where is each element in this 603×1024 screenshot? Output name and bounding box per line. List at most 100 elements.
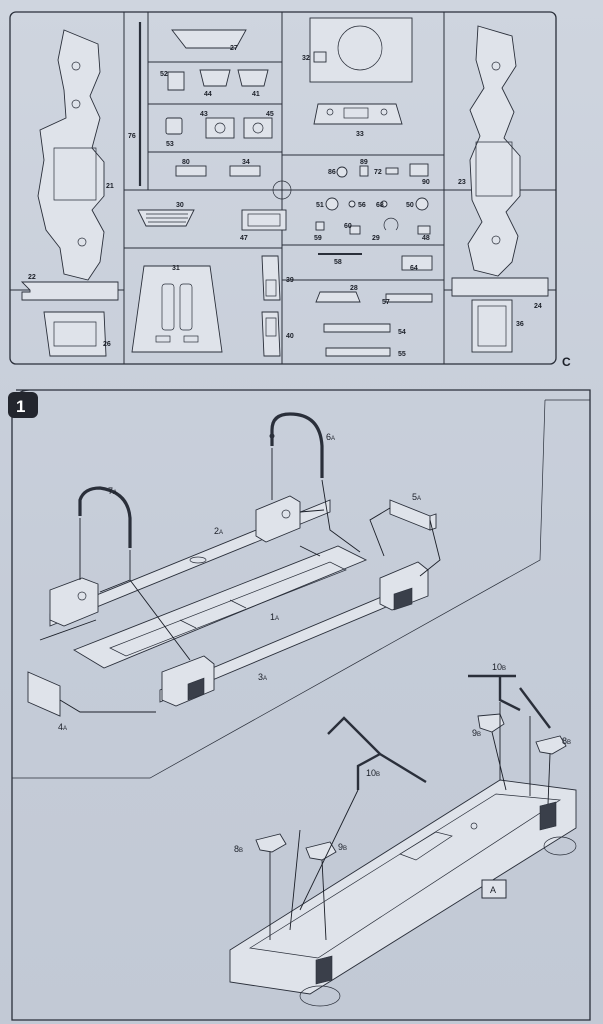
label-3a: 3A bbox=[258, 672, 267, 682]
part-39 bbox=[261, 255, 281, 301]
wheel-detail bbox=[299, 985, 341, 1007]
arrow bbox=[547, 753, 551, 805]
part-89 bbox=[359, 165, 369, 177]
part-53 bbox=[165, 117, 183, 135]
bracket-detail bbox=[281, 509, 291, 519]
part-50 bbox=[415, 197, 429, 211]
label-53: 53 bbox=[166, 141, 174, 148]
label-39: 39 bbox=[286, 277, 294, 284]
part-5a bbox=[389, 499, 431, 531]
suspension-rear-right bbox=[379, 561, 429, 611]
part-41 bbox=[237, 69, 269, 87]
part-31-detail bbox=[183, 335, 199, 343]
arrow bbox=[419, 519, 441, 577]
sprue-frame bbox=[9, 11, 557, 365]
hull-tub bbox=[229, 779, 577, 995]
part-33-detail bbox=[326, 108, 334, 116]
part-21-detail bbox=[77, 237, 87, 247]
label-57: 57 bbox=[382, 299, 390, 306]
step-number-badge bbox=[8, 392, 38, 418]
arrow bbox=[369, 507, 391, 557]
part-10b-left bbox=[327, 716, 427, 790]
label-22: 22 bbox=[28, 274, 36, 281]
label-48: 48 bbox=[422, 235, 430, 242]
part-43 bbox=[205, 117, 235, 139]
bracket-front-left bbox=[49, 577, 99, 627]
sprue-c: 21 22 26 76 27 52 44 41 53 43 45 80 bbox=[9, 11, 571, 369]
part-9b-right bbox=[477, 713, 505, 733]
part-33-detail bbox=[380, 108, 388, 116]
label-36: 36 bbox=[516, 321, 524, 328]
label-43: 43 bbox=[200, 111, 208, 118]
label-64: 64 bbox=[410, 265, 418, 272]
part-2a-detail bbox=[189, 556, 207, 564]
part-23-detail bbox=[491, 235, 501, 245]
part-39-detail bbox=[265, 279, 277, 297]
part-28 bbox=[315, 291, 361, 303]
part-9b-left bbox=[305, 841, 337, 861]
arrow bbox=[321, 479, 361, 553]
arrow bbox=[299, 545, 321, 557]
part-26-detail bbox=[53, 321, 97, 347]
sub-assembly-divider bbox=[12, 399, 546, 779]
callout-a-box bbox=[481, 879, 507, 899]
part-86 bbox=[336, 166, 348, 178]
label-9b-right: 9B bbox=[472, 728, 481, 738]
label-5a: 5A bbox=[412, 492, 421, 502]
label-89: 89 bbox=[360, 159, 368, 166]
part-27 bbox=[171, 29, 247, 49]
label-90: 90 bbox=[422, 179, 430, 186]
part-36 bbox=[471, 299, 513, 353]
hull-tub-panel bbox=[399, 831, 453, 861]
part-36-detail bbox=[477, 305, 507, 347]
part-64 bbox=[401, 255, 433, 271]
part-47-detail bbox=[247, 213, 281, 227]
step-1: 1 6A 7A 5A 2A 1A 3A bbox=[8, 389, 591, 1021]
part-32-hatch bbox=[337, 25, 383, 71]
part-31-detail bbox=[161, 283, 175, 331]
part-54 bbox=[323, 323, 391, 333]
part-1a-inner bbox=[109, 561, 347, 657]
label-59: 59 bbox=[314, 235, 322, 242]
part-6a-end bbox=[269, 433, 275, 439]
part-1a-rib bbox=[229, 599, 247, 609]
part-60 bbox=[349, 225, 361, 235]
label-56: 56 bbox=[358, 202, 366, 209]
part-31 bbox=[131, 265, 223, 353]
label-33: 33 bbox=[356, 131, 364, 138]
step-number: 1 bbox=[16, 397, 25, 416]
part-90 bbox=[409, 163, 429, 177]
label-52: 52 bbox=[160, 71, 168, 78]
label-60: 60 bbox=[344, 223, 352, 230]
label-21: 21 bbox=[106, 183, 114, 190]
label-24: 24 bbox=[534, 303, 542, 310]
arrow bbox=[39, 619, 97, 641]
part-72 bbox=[385, 167, 399, 175]
label-44: 44 bbox=[204, 91, 212, 98]
label-80: 80 bbox=[182, 159, 190, 166]
part-32 bbox=[309, 17, 413, 83]
arrow bbox=[491, 731, 507, 791]
part-1a bbox=[72, 545, 368, 669]
part-6a bbox=[270, 412, 324, 478]
part-32-detail bbox=[313, 51, 327, 63]
label-40: 40 bbox=[286, 333, 294, 340]
label-26: 26 bbox=[103, 341, 111, 348]
arrow bbox=[321, 859, 327, 941]
part-55 bbox=[325, 347, 391, 357]
label-28: 28 bbox=[350, 285, 358, 292]
label-4a: 4A bbox=[58, 722, 67, 732]
arrow bbox=[129, 579, 191, 661]
label-9b-left: 9B bbox=[338, 842, 347, 852]
part-40 bbox=[261, 311, 281, 357]
part-52 bbox=[167, 71, 185, 91]
part-48 bbox=[417, 225, 431, 235]
part-33 bbox=[313, 103, 403, 125]
part-31-detail bbox=[179, 283, 193, 331]
part-4a bbox=[27, 671, 61, 717]
part-23-detail bbox=[491, 61, 501, 71]
part-22 bbox=[20, 281, 119, 301]
label-29: 29 bbox=[372, 235, 380, 242]
